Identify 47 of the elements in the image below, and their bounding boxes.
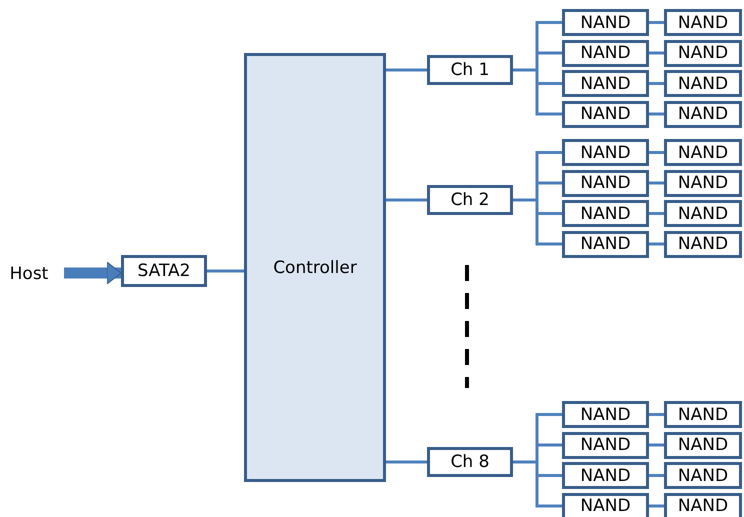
connector-line (386, 460, 427, 464)
block-box: NAND (664, 401, 742, 428)
host-label: Host (6, 262, 52, 286)
block-box: Ch 8 (427, 447, 513, 477)
block-box: SATA2 (121, 255, 207, 287)
connector-line (649, 212, 664, 215)
block-box: NAND (664, 170, 742, 196)
block-box: NAND (562, 492, 649, 517)
block-box: NAND (562, 40, 649, 66)
connector-line (649, 444, 664, 446)
connector-line (649, 52, 664, 54)
block-box: NAND (562, 462, 649, 489)
connector-line (386, 198, 427, 202)
block-box: NAND (562, 230, 649, 258)
block-box: NAND (664, 40, 742, 66)
block-box: NAND (664, 230, 742, 258)
connector-line (649, 242, 664, 246)
block-box: NAND (562, 100, 649, 128)
block-box: NAND (562, 139, 649, 166)
connector-line (649, 504, 664, 508)
block-box: NAND (562, 170, 649, 196)
block-box: NAND (664, 9, 742, 36)
block-box: Ch 1 (427, 55, 513, 85)
block-box: NAND (562, 200, 649, 227)
block-box: NAND (562, 432, 649, 458)
connector-line (649, 182, 664, 184)
connector-line (649, 474, 664, 477)
block-box: NAND (562, 401, 649, 428)
controller-box: Controller (244, 53, 386, 482)
connector-line (649, 21, 664, 24)
connector-line (649, 112, 664, 116)
block-box: NAND (664, 492, 742, 517)
block-box: NAND (664, 200, 742, 227)
connector-line (649, 151, 664, 154)
block-box: NAND (664, 432, 742, 458)
connector-line (207, 270, 244, 272)
block-box: NAND (664, 70, 742, 97)
block-box: NAND (562, 70, 649, 97)
connector-line (649, 413, 664, 416)
block-box: NAND (664, 100, 742, 128)
block-box: NAND (664, 139, 742, 166)
connector-line (386, 68, 427, 72)
block-box: NAND (562, 9, 649, 36)
connector-line (649, 82, 664, 85)
block-box: Ch 2 (427, 185, 513, 215)
block-box: NAND (664, 462, 742, 489)
arrow (64, 262, 122, 284)
